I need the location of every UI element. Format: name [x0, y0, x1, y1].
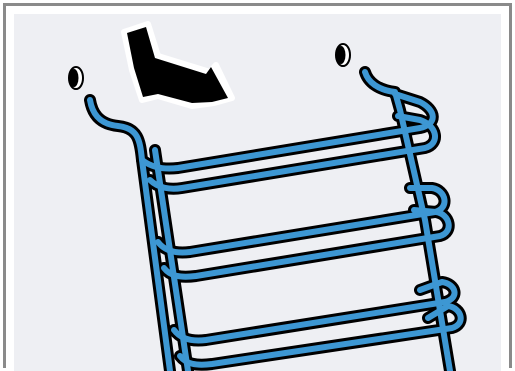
wire-rack [84, 66, 467, 371]
right-mounting-hole-icon [335, 43, 351, 67]
left-mounting-hole-icon [68, 66, 84, 90]
down-right-arrow-icon [121, 21, 235, 109]
